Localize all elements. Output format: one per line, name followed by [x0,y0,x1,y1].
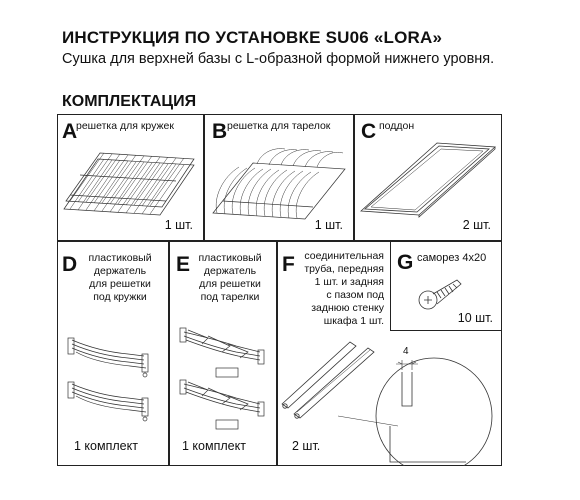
caption-line: под тарелки [200,291,260,303]
part-letter: B [212,120,228,143]
part-caption: пластиковый держатель для решетки под та… [190,252,270,304]
caption-line: для решетки [89,278,151,290]
tray-icon [357,139,501,219]
detail-dimension: 4 [403,346,409,357]
page-subtitle: Сушка для верхней базы с L-образной форм… [62,51,495,67]
part-caption: решетка для тарелок [227,120,331,132]
plate-holder-icon [178,324,270,432]
part-card-d: D пластиковый держатель для решетки под … [57,241,169,466]
caption-line: держатель [93,265,147,277]
part-letter: A [62,120,78,143]
part-caption: соединительная труба, передняя 1 шт. и з… [284,250,384,328]
tube-icon [278,334,501,466]
caption-line: пластиковый [198,252,262,264]
part-qty: 1 шт. [314,218,343,232]
caption-line: для решетки [199,278,261,290]
caption-line: с пазом под [326,289,384,301]
part-caption: решетка для кружек [76,120,174,132]
cup-rack-icon [60,135,200,223]
section-title: КОМПЛЕКТАЦИЯ [62,93,197,110]
part-card-b: B решетка для тарелок 1 шт. [204,114,354,241]
caption-line: пластиковый [88,252,152,264]
part-qty: 1 шт. [164,218,193,232]
cup-holder-icon [66,330,162,422]
caption-line: под кружки [93,291,147,303]
page-title: ИНСТРУКЦИЯ ПО УСТАНОВКЕ SU06 «LORA» [62,28,443,47]
plate-rack-icon [209,137,351,225]
part-letter: E [176,253,191,276]
part-card-c: C поддон 2 шт. [354,114,502,241]
caption-line: соединительная [304,250,384,262]
caption-line: заднюю стенку [311,302,384,314]
part-card-a: A решетка для кружек 1 шт. [57,114,204,241]
part-letter: G [397,251,414,274]
part-qty: 1 комплект [74,439,138,453]
part-qty: 2 шт. [292,439,321,453]
part-letter: C [361,120,377,143]
part-caption: пластиковый держатель для решетки под кр… [80,252,160,304]
caption-line: держатель [203,265,257,277]
screw-icon [417,274,467,314]
part-card-e: E пластиковый держатель для решетки под … [169,241,277,466]
caption-line: труба, передняя [304,263,384,275]
caption-line: 1 шт. и задняя [314,276,384,288]
part-card-g: G саморез 4х20 10 шт. [390,241,502,331]
part-letter: F [282,253,295,276]
caption-line: шкафа 1 шт. [323,315,384,327]
part-qty: 10 шт. [457,311,493,325]
part-letter: D [62,253,78,276]
part-qty: 1 комплект [182,439,246,453]
part-caption: саморез 4х20 [417,252,487,264]
part-qty: 2 шт. [462,218,491,232]
part-caption: поддон [379,120,415,132]
